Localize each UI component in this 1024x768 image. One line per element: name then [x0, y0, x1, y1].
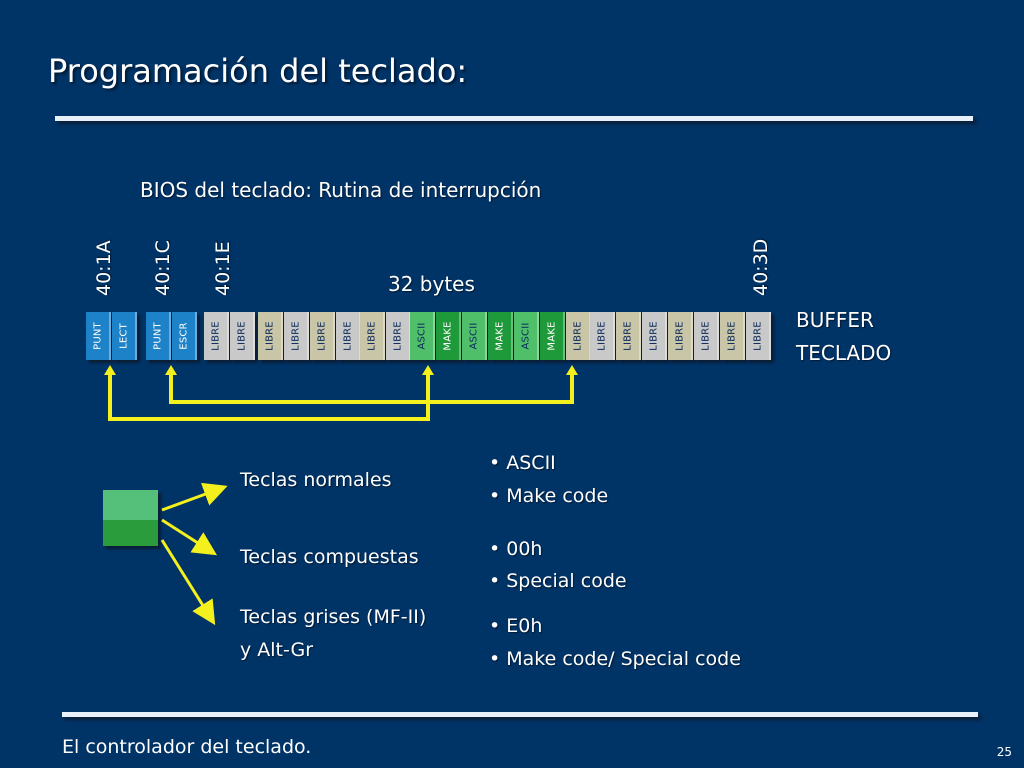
key-type-compound: Teclas compuestas [240, 546, 419, 568]
buffer-cell: LIBRE [566, 312, 591, 360]
buffer-cell: PUNT [146, 312, 171, 360]
page-number: 25 [996, 745, 1012, 759]
buffer-cell-label: LIBRE [752, 321, 763, 351]
buffer-cell-label: LIBRE [726, 321, 737, 351]
slide-title: Programación del teclado: [48, 52, 468, 90]
address-label-40-1c: 40:1C [152, 240, 174, 296]
bullet-compound-1: • 00h [489, 538, 543, 560]
key-type-gray-line2: y Alt-Gr [240, 639, 314, 661]
bullet-gray-2: • Make code/ Special code [489, 648, 741, 670]
buffer-cell: MAKE [540, 312, 565, 360]
key-type-normal: Teclas normales [240, 469, 392, 491]
buffer-cell-label: PUNT [92, 322, 103, 350]
buffer-label-line1: BUFFER [796, 308, 874, 332]
buffer-cell-label: LIBRE [342, 321, 353, 351]
buffer-cell-label: LIBRE [264, 321, 275, 351]
buffer-cell-label: LIBRE [210, 321, 221, 351]
buffer-cell-label: ASCII [468, 322, 479, 350]
buffer-cell-label: LIBRE [700, 321, 711, 351]
buffer-cell: LIBRE [230, 312, 255, 360]
buffer-cell: MAKE [436, 312, 461, 360]
address-label-40-1a: 40:1A [93, 240, 115, 296]
buffer-cell-label: LIBRE [622, 321, 633, 351]
buffer-cell-label: LIBRE [648, 321, 659, 351]
bottom-divider [62, 712, 978, 717]
buffer-cell-label: LIBRE [316, 321, 327, 351]
buffer-cell-label: ASCII [416, 322, 427, 350]
buffer-cell: LIBRE [284, 312, 309, 360]
buffer-cell-label: LIBRE [366, 321, 377, 351]
buffer-cell: ESCR [172, 312, 197, 360]
buffer-cell: LIBRE [386, 312, 411, 360]
key-type-gray: Teclas grises (MF-II) [240, 606, 427, 628]
buffer-cell: LIBRE [360, 312, 385, 360]
buffer-cell-label: MAKE [494, 321, 505, 351]
bullet-normal-1: • ASCII [489, 452, 556, 474]
buffer-size-label: 32 bytes [388, 272, 475, 296]
bullet-normal-2: • Make code [489, 485, 609, 507]
buffer-cell-label: LIBRE [392, 321, 403, 351]
top-divider [55, 116, 973, 121]
buffer-cell: LIBRE [642, 312, 667, 360]
buffer-label-line2: TECLADO [796, 341, 892, 365]
address-label-40-1e: 40:1E [212, 241, 234, 296]
buffer-cell-label: LIBRE [572, 321, 583, 351]
slide-footer: El controlador del teclado. [62, 736, 312, 758]
buffer-cell-label: ESCR [178, 322, 189, 350]
diagram-subtitle: BIOS del teclado: Rutina de interrupción [140, 178, 542, 202]
bullet-gray-1: • E0h [489, 615, 543, 637]
buffer-cell: LECT [112, 312, 137, 360]
buffer-cell-label: ASCII [520, 322, 531, 350]
buffer-cell: ASCII [410, 312, 435, 360]
buffer-cell: LIBRE [336, 312, 361, 360]
buffer-cell: LIBRE [204, 312, 229, 360]
key-block-make [103, 520, 158, 546]
buffer-cell-label: LECT [118, 323, 129, 349]
buffer-cell: LIBRE [616, 312, 641, 360]
buffer-cell-label: LIBRE [674, 321, 685, 351]
buffer-cell: LIBRE [694, 312, 719, 360]
buffer-cell: ASCII [462, 312, 487, 360]
buffer-cell-label: LIBRE [596, 321, 607, 351]
buffer-cell-label: MAKE [442, 321, 453, 351]
buffer-cell: ASCII [514, 312, 539, 360]
address-label-40-3d: 40:3D [750, 238, 772, 296]
buffer-cell: LIBRE [310, 312, 335, 360]
buffer-cell: LIBRE [258, 312, 283, 360]
buffer-cell-label: PUNT [152, 322, 163, 350]
buffer-cell: LIBRE [590, 312, 615, 360]
buffer-cell: LIBRE [720, 312, 745, 360]
buffer-cell: MAKE [488, 312, 513, 360]
key-block-ascii [103, 490, 158, 520]
buffer-cell: LIBRE [668, 312, 693, 360]
bullet-compound-2: • Special code [489, 570, 627, 592]
buffer-cell: LIBRE [746, 312, 771, 360]
buffer-cell-label: MAKE [546, 321, 557, 351]
buffer-cell-label: LIBRE [236, 321, 247, 351]
buffer-cell-label: LIBRE [290, 321, 301, 351]
buffer-cell: PUNT [86, 312, 111, 360]
